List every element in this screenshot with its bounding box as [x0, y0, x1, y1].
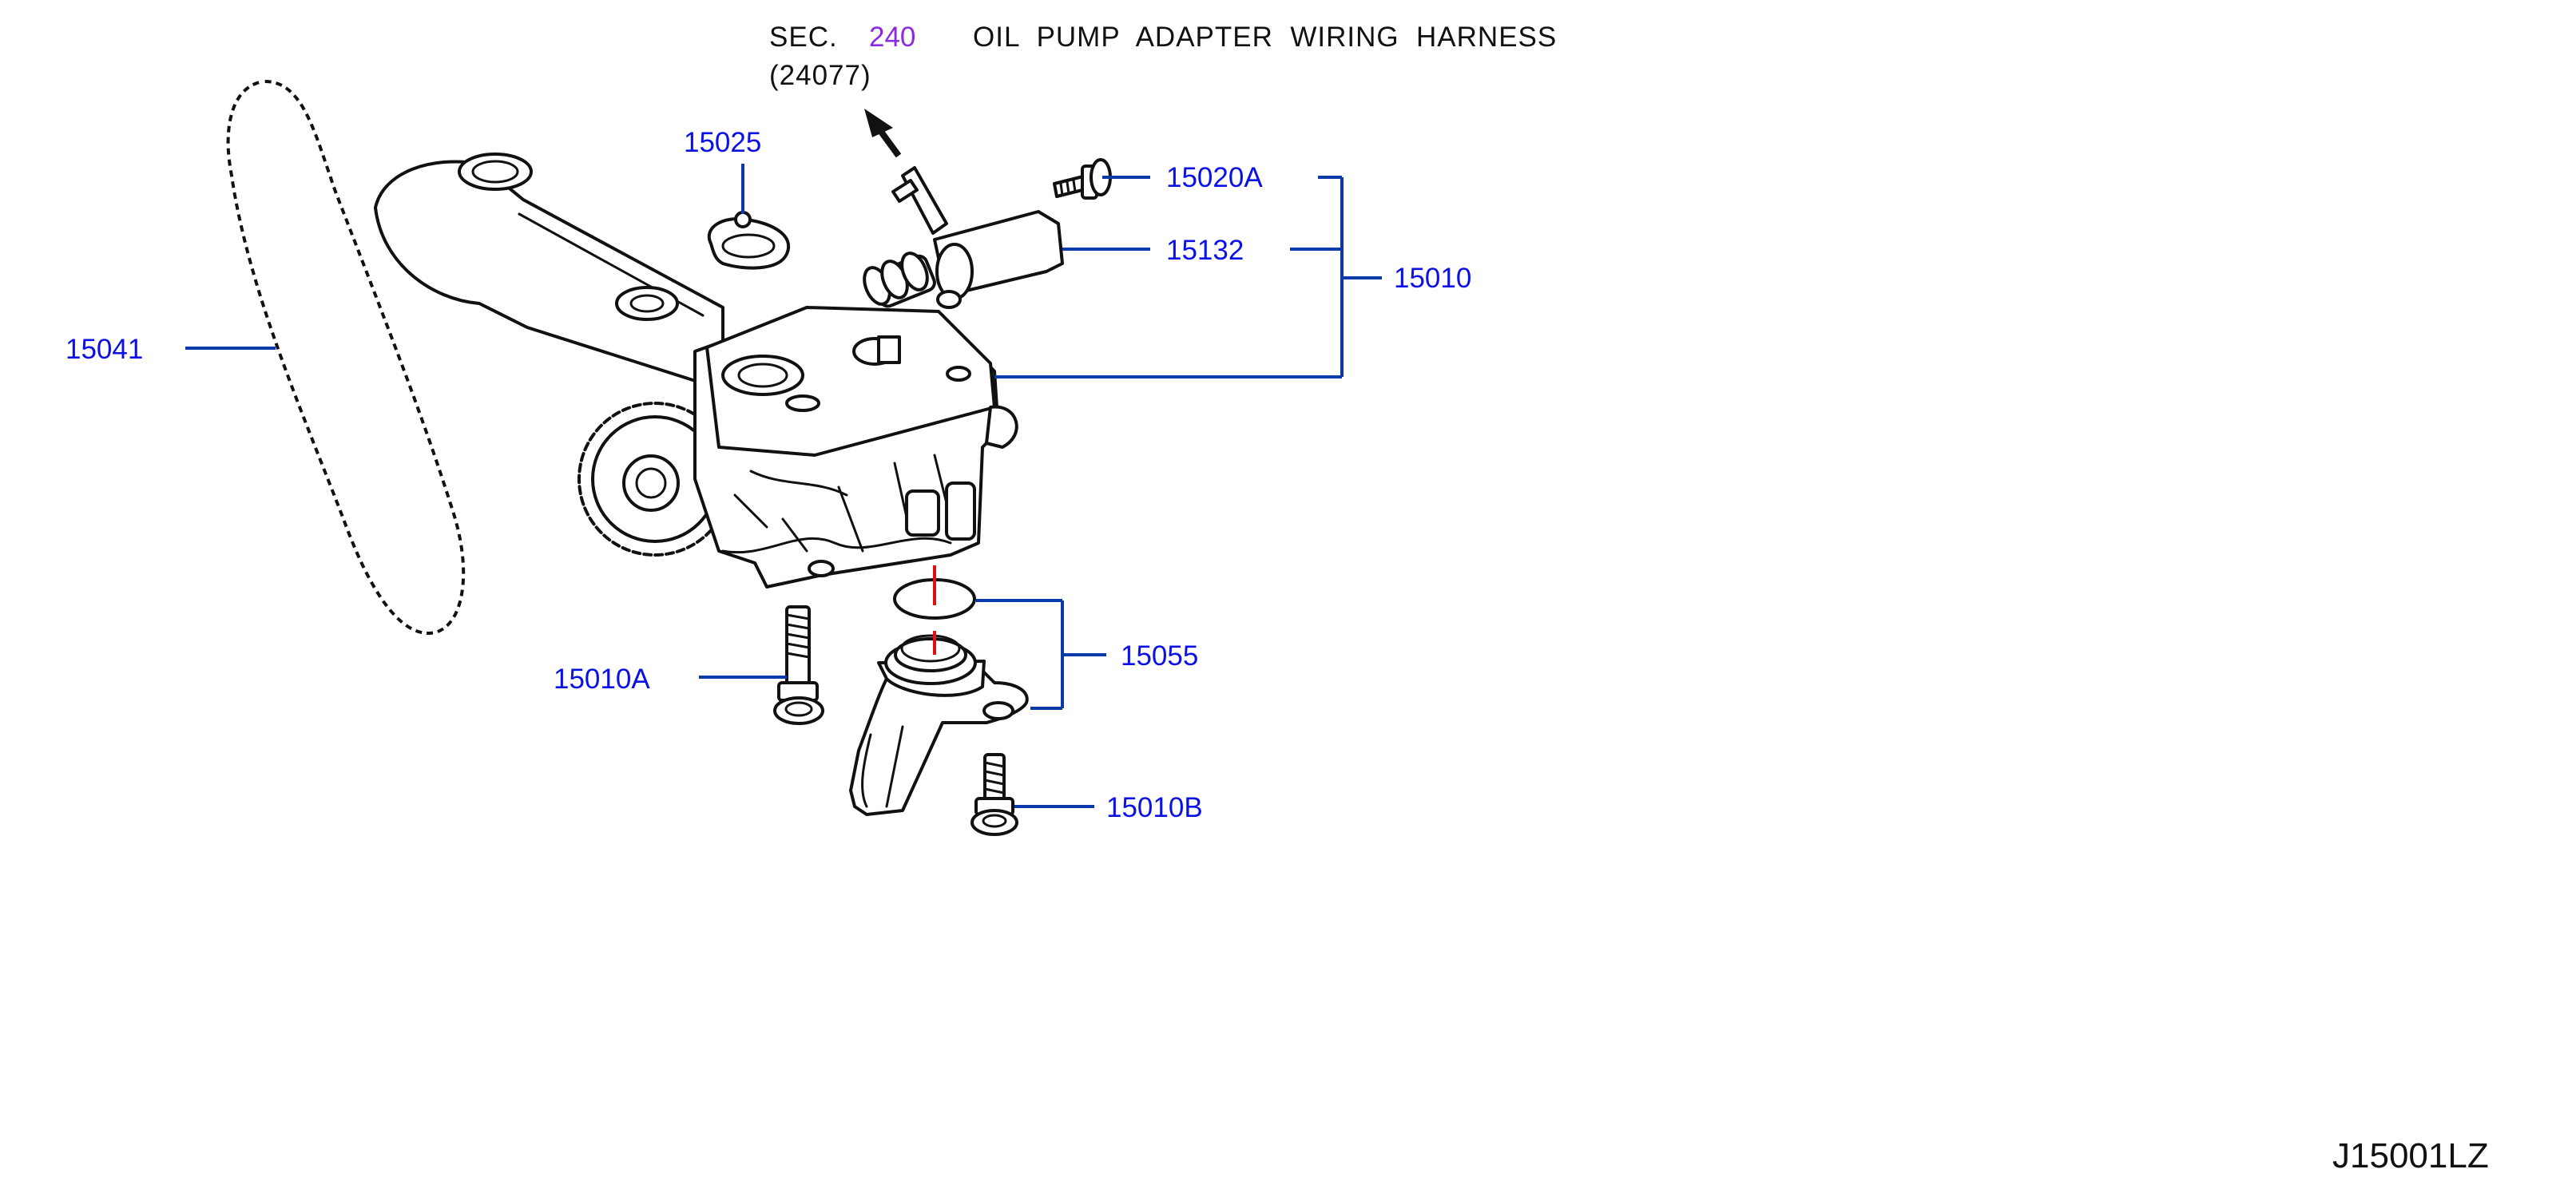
oil-pump-body-15010: [374, 153, 1018, 589]
arrow-up-left-icon: [864, 109, 902, 158]
part-number-15020A[interactable]: 15020A: [1166, 162, 1263, 193]
bolt-15010B: [970, 753, 1018, 836]
part-number-15041[interactable]: 15041: [65, 334, 143, 365]
part-number-15055[interactable]: 15055: [1121, 640, 1198, 672]
o-ring-15055: [893, 565, 976, 620]
bolt-15020A: [1053, 158, 1112, 200]
bolt-15010A: [773, 605, 824, 725]
leader-lines: [185, 164, 1382, 808]
gasket-15025: [707, 211, 790, 270]
timing-chain-15041: [224, 77, 467, 636]
solenoid-valve-15132: [863, 166, 1064, 309]
section-reference[interactable]: SEC. 240 OIL PUMP ADAPTER WIRING HARNESS…: [769, 22, 1557, 91]
part-callouts: 15025 15020A 15132 15010 15041 15055 150…: [65, 127, 1471, 823]
part-number-15132[interactable]: 15132: [1166, 235, 1244, 266]
part-number-15010A[interactable]: 15010A: [554, 664, 650, 695]
sec-title: OIL PUMP ADAPTER WIRING HARNESS: [973, 22, 1557, 53]
drawing-code: J15001LZ: [2332, 1136, 2489, 1175]
part-number-15010[interactable]: 15010: [1394, 263, 1471, 294]
part-number-15010B[interactable]: 15010B: [1106, 792, 1203, 823]
sec-prefix: SEC.: [769, 22, 838, 53]
oil-strainer-15055: [849, 631, 1029, 816]
sec-number-link[interactable]: 240: [869, 22, 915, 53]
sec-code: (24077): [769, 60, 871, 91]
part-number-15025[interactable]: 15025: [684, 127, 761, 158]
